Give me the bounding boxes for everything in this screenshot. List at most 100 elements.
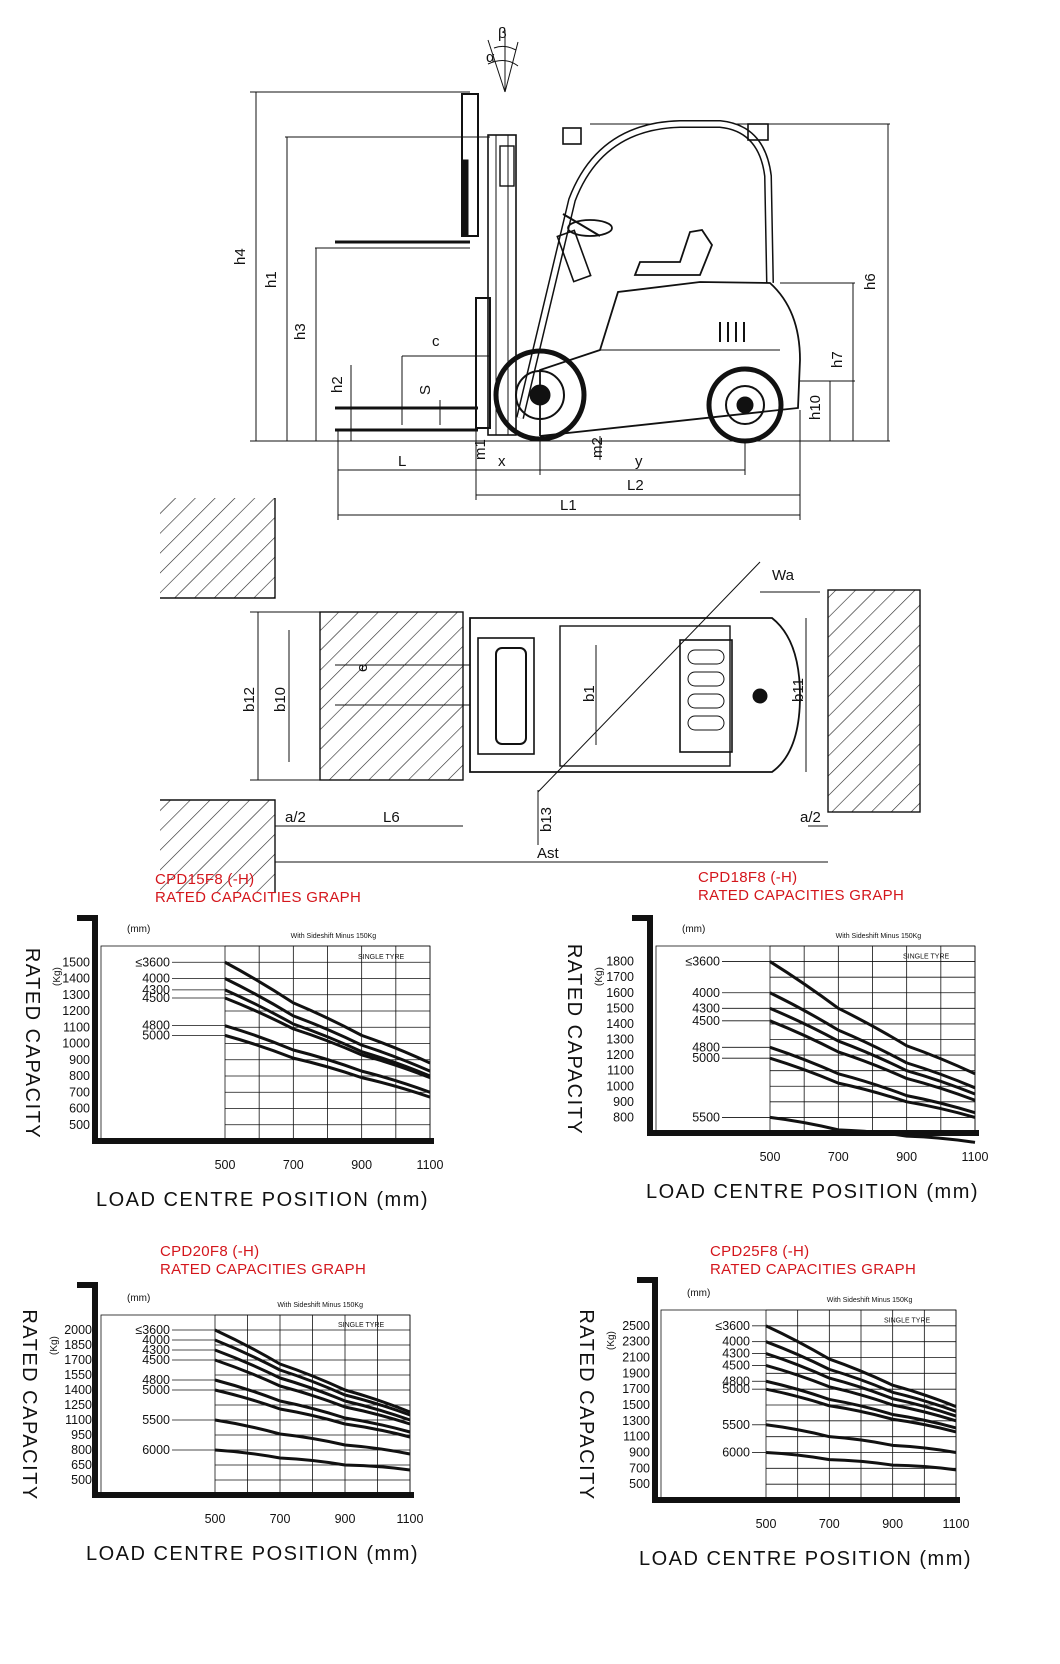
dim-e: e (354, 664, 371, 672)
x-tick-label: 1100 (397, 1512, 424, 1526)
mast-height-label: 4500 (142, 991, 170, 1005)
mast-height-label: 4000 (692, 986, 720, 1000)
series-line-2 (224, 977, 431, 1073)
mast-height-label: 4300 (142, 1343, 170, 1357)
y-tick-label: 1200 (62, 1004, 90, 1018)
dim-y: y (635, 453, 643, 470)
y-tick-label: 1200 (606, 1048, 634, 1062)
y-tick-label: 900 (629, 1446, 650, 1460)
y-axis-label: RATED CAPACITY (21, 948, 43, 1139)
y-axis-unit: (Kg) (594, 967, 605, 986)
x-tick-label: 900 (335, 1512, 356, 1526)
chart-title: CPD25F8 (-H) (710, 1243, 809, 1260)
mast-height-label: 4800 (142, 1373, 170, 1387)
dim-x: x (498, 453, 506, 470)
series-line-4 (769, 1019, 976, 1102)
x-tick-label: 700 (819, 1517, 840, 1531)
y-tick-label: 1700 (606, 970, 634, 984)
x-tick-label: 500 (205, 1512, 226, 1526)
capacity-charts: CPD15F8 (-H)RATED CAPACITIES GRAPH150014… (18, 869, 988, 1570)
dim-b12: b12 (241, 687, 258, 712)
mast-height-label: 6000 (722, 1446, 750, 1460)
series-line-8 (765, 1451, 957, 1472)
capacity-chart-4: CPD25F8 (-H)RATED CAPACITIES GRAPH250023… (575, 1243, 971, 1570)
y-tick-label: 1300 (606, 1033, 634, 1047)
series-line-7 (769, 1115, 976, 1144)
tyre-label: SINGLE TYRE (358, 954, 404, 961)
dim-Wa: Wa (772, 567, 795, 584)
y-tick-label: 1900 (622, 1366, 650, 1380)
y-tick-label: 1500 (606, 1001, 634, 1015)
y-tick-label: 500 (629, 1477, 650, 1491)
mast-unit-label: (mm) (127, 1293, 150, 1304)
mast-height-label: 4000 (142, 972, 170, 986)
y-tick-label: 500 (69, 1118, 90, 1132)
mast-height-label: 5000 (722, 1382, 750, 1396)
tyre-label: SINGLE TYRE (903, 953, 949, 960)
x-tick-label: 700 (828, 1150, 849, 1164)
x-tick-label: 1100 (962, 1150, 989, 1164)
y-axis-unit: (Kg) (606, 1331, 617, 1350)
dim-Ast: Ast (537, 845, 560, 862)
dim-beta: β (498, 25, 507, 42)
y-tick-label: 1700 (622, 1382, 650, 1396)
mast-height-label: 4800 (722, 1374, 750, 1388)
series-line-4 (224, 996, 431, 1080)
series-line-6 (769, 1056, 976, 1119)
chart-subtitle: RATED CAPACITIES GRAPH (698, 887, 904, 904)
x-axis-label: LOAD CENTRE POSITION (mm) (646, 1181, 979, 1203)
dim-a2-left: a/2 (285, 809, 306, 826)
dim-h6: h6 (862, 273, 879, 290)
y-tick-label: 1500 (62, 955, 90, 969)
sideshift-note: With Sideshift Minus 150Kg (277, 1302, 363, 1309)
forklift-side-view (250, 30, 890, 520)
series-line-5 (765, 1379, 957, 1430)
mast-height-label: ≤3600 (715, 1319, 750, 1333)
mast-height-label: 5000 (142, 1383, 170, 1397)
mast-height-label: 4300 (722, 1347, 750, 1361)
series-line-5 (224, 1024, 431, 1094)
dim-h2: h2 (329, 376, 346, 393)
mast-height-label: 5500 (692, 1110, 720, 1124)
y-tick-label: 1100 (623, 1430, 650, 1444)
x-tick-label: 700 (283, 1158, 304, 1172)
y-tick-label: 800 (71, 1443, 92, 1457)
y-tick-label: 1400 (64, 1383, 92, 1397)
y-tick-label: 1800 (606, 955, 634, 969)
series-line-1 (224, 960, 431, 1065)
mast-unit-label: (mm) (687, 1288, 710, 1299)
series-line-6 (765, 1387, 957, 1434)
chart-title: CPD18F8 (-H) (698, 869, 797, 886)
series-line-1 (765, 1324, 957, 1408)
x-tick-label: 500 (760, 1150, 781, 1164)
series-line-5 (769, 1045, 976, 1115)
mast-height-label: 4800 (142, 1019, 170, 1033)
series-line-7 (214, 1418, 411, 1456)
mast-height-label: 4000 (722, 1335, 750, 1349)
capacity-chart-1: CPD15F8 (-H)RATED CAPACITIES GRAPH150014… (21, 871, 443, 1211)
chart-subtitle: RATED CAPACITIES GRAPH (160, 1261, 366, 1278)
dim-b13: b13 (538, 807, 555, 832)
y-tick-label: 800 (69, 1069, 90, 1083)
y-tick-label: 900 (69, 1053, 90, 1067)
y-tick-label: 650 (71, 1458, 92, 1472)
series-line-3 (224, 988, 431, 1078)
mast-height-label: 4500 (692, 1014, 720, 1028)
y-tick-label: 1550 (64, 1368, 92, 1382)
capacity-chart-2: CPD18F8 (-H)RATED CAPACITIES GRAPH 180017… (563, 869, 988, 1203)
x-tick-label: 900 (882, 1517, 903, 1531)
mast-height-label: 5000 (692, 1051, 720, 1065)
y-tick-label: 900 (613, 1095, 634, 1109)
mast-unit-label: (mm) (127, 924, 150, 935)
dim-h10: h10 (807, 395, 824, 420)
mast-height-label: 4300 (692, 1001, 720, 1015)
y-axis-label: RATED CAPACITY (563, 944, 585, 1135)
y-tick-label: 1100 (63, 1020, 90, 1034)
chart-subtitle: RATED CAPACITIES GRAPH (710, 1261, 916, 1278)
dim-h1: h1 (263, 271, 280, 288)
y-tick-label: 950 (71, 1428, 92, 1442)
y-tick-label: 1300 (62, 988, 90, 1002)
mast-height-label: 4800 (692, 1040, 720, 1054)
series-line-1 (214, 1328, 411, 1414)
capacity-chart-3: CPD20F8 (-H)RATED CAPACITIES GRAPH200018… (18, 1243, 423, 1565)
